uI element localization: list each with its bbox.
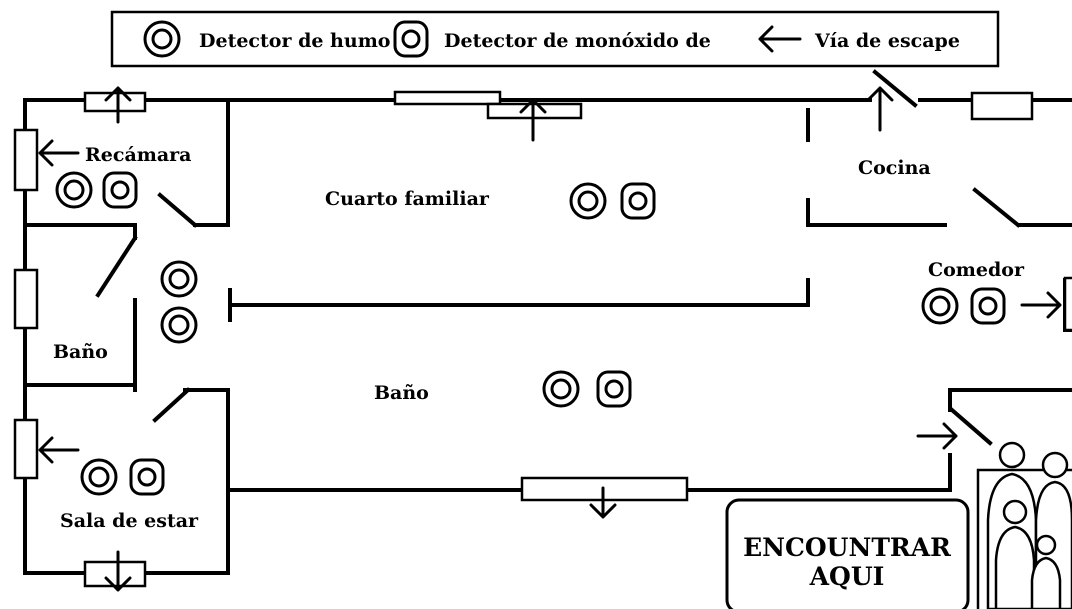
legend-escape-label: Vía de escape [814,30,960,52]
smoke-detector-icon [542,370,580,408]
co-detector-icon [970,287,1006,325]
door-dining-exit [949,407,993,446]
window-living-bottom [83,560,147,588]
room-label-kitchen: Cocina [858,157,931,179]
escape-arrow-icon [916,422,958,450]
wall-bath-bottom [23,383,230,392]
legend-box [110,10,1000,68]
legend-co-label: Detector de monóxido de [444,30,711,52]
escape-arrow-icon [1020,291,1062,319]
smoke-detector-icon [921,287,959,325]
wall-hallway [228,278,810,322]
smoke-detector-icon [55,171,93,209]
escape-arrow-icon [104,550,132,592]
escape-arrow-icon [104,86,132,124]
window-kitchen-top [970,91,1034,121]
window-bath-left [13,268,39,330]
smoke-detector-icon [160,306,198,344]
legend-smoke-label: Detector de humo [199,30,390,52]
escape-arrow-icon [519,98,547,142]
escape-arrow-icon [38,436,80,464]
co-detector-icon [620,182,656,220]
door-kitchen-top [872,69,918,108]
legend-escape-arrow-icon [758,25,802,53]
door-bedroom [157,192,198,228]
co-detector-icon [596,370,632,408]
smoke-detector-icon [160,260,198,298]
smoke-detector-icon [143,20,181,58]
room-label-bath-center: Baño [374,382,429,404]
escape-arrow-icon [38,139,80,167]
room-label-bedroom: Recámara [85,144,192,166]
window-dining-right [1063,276,1072,332]
room-label-living: Sala de estar [60,510,199,532]
escape-arrow-icon [866,86,894,132]
door-bath [95,235,138,298]
wall-family-kitchen [806,108,947,227]
door-living [152,387,191,423]
window-bedroom-left [13,128,39,192]
smoke-detector-icon [569,182,607,220]
meeting-point-line2: AQUI [809,562,885,591]
co-detector-icon [102,171,138,209]
family-figures-icon [976,441,1072,609]
smoke-detector-icon [80,458,118,496]
meeting-point-box [725,498,970,609]
window-family-top-1 [393,90,502,106]
room-label-family: Cuarto familiar [325,188,490,210]
room-label-dining: Comedor [928,259,1025,281]
escape-arrow-icon [589,486,617,519]
co-detector-icon [393,20,429,58]
wall-dining [948,388,1072,492]
meeting-point-line1: ENCOUNTRAR [743,533,951,562]
co-detector-icon [129,458,165,496]
door-kitchen-dining [972,187,1021,228]
window-living-left [13,418,39,480]
room-label-bath-left: Baño [53,341,108,363]
window-bedroom-top [83,91,147,113]
